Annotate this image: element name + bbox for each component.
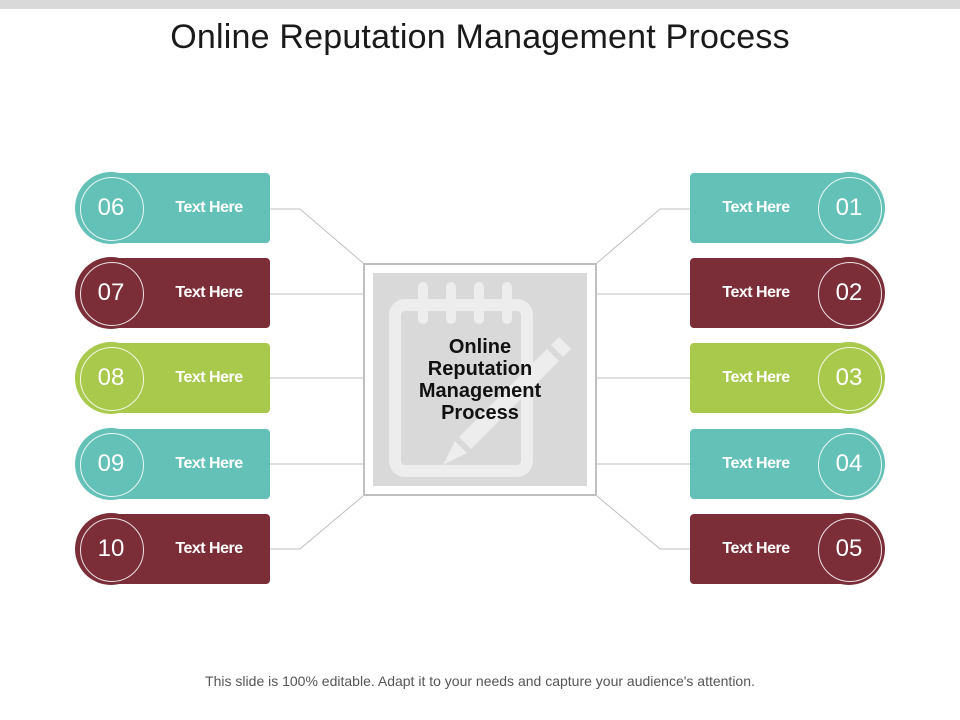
top-bar <box>0 0 960 9</box>
step-04: Text Here 04 <box>690 428 885 500</box>
step-04-label: Text Here <box>722 455 790 472</box>
step-09: Text Here 09 <box>75 428 270 500</box>
step-07: Text Here 07 <box>75 257 270 329</box>
step-06-label: Text Here <box>175 199 243 216</box>
step-08-number: 08 <box>97 364 125 391</box>
step-03-number: 03 <box>835 364 863 391</box>
step-06-number: 06 <box>97 194 125 221</box>
step-01-label: Text Here <box>722 199 790 216</box>
step-08: Text Here 08 <box>75 342 270 414</box>
center-panel: Online Reputation Management Process <box>373 273 587 486</box>
center-box: Online Reputation Management Process <box>363 263 597 496</box>
connector-01 <box>596 208 690 264</box>
step-06-badge: 06 <box>75 172 147 244</box>
step-03-label: Text Here <box>722 369 790 386</box>
step-07-number: 07 <box>97 279 125 306</box>
step-05-number: 05 <box>835 535 863 562</box>
step-03: Text Here 03 <box>690 342 885 414</box>
step-05: Text Here 05 <box>690 513 885 585</box>
step-02-number: 02 <box>835 279 863 306</box>
step-08-label: Text Here <box>175 369 243 386</box>
step-10: Text Here 10 <box>75 513 270 585</box>
step-07-badge: 07 <box>75 257 147 329</box>
step-04-badge: 04 <box>813 428 885 500</box>
connector-06 <box>270 208 364 264</box>
step-01: Text Here 01 <box>690 172 885 244</box>
step-09-number: 09 <box>97 450 125 477</box>
notepad-pencil-icon <box>389 282 571 477</box>
connector-10 <box>270 495 364 550</box>
step-01-badge: 01 <box>813 172 885 244</box>
step-07-label: Text Here <box>175 284 243 301</box>
step-04-number: 04 <box>835 450 863 477</box>
step-09-badge: 09 <box>75 428 147 500</box>
step-10-badge: 10 <box>75 513 147 585</box>
step-05-badge: 05 <box>813 513 885 585</box>
step-10-number: 10 <box>97 535 125 562</box>
step-06: Text Here 06 <box>75 172 270 244</box>
footer-note: This slide is 100% editable. Adapt it to… <box>205 673 755 689</box>
step-09-label: Text Here <box>175 455 243 472</box>
step-10-label: Text Here <box>175 540 243 557</box>
step-02-badge: 02 <box>813 257 885 329</box>
step-05-label: Text Here <box>722 540 790 557</box>
step-02: Text Here 02 <box>690 257 885 329</box>
step-01-number: 01 <box>835 194 863 221</box>
step-08-badge: 08 <box>75 342 147 414</box>
slide-title: Online Reputation Management Process <box>170 18 790 56</box>
step-03-badge: 03 <box>813 342 885 414</box>
center-label: Online Reputation Management Process <box>418 335 542 424</box>
step-02-label: Text Here <box>722 284 790 301</box>
connector-05 <box>596 495 690 550</box>
